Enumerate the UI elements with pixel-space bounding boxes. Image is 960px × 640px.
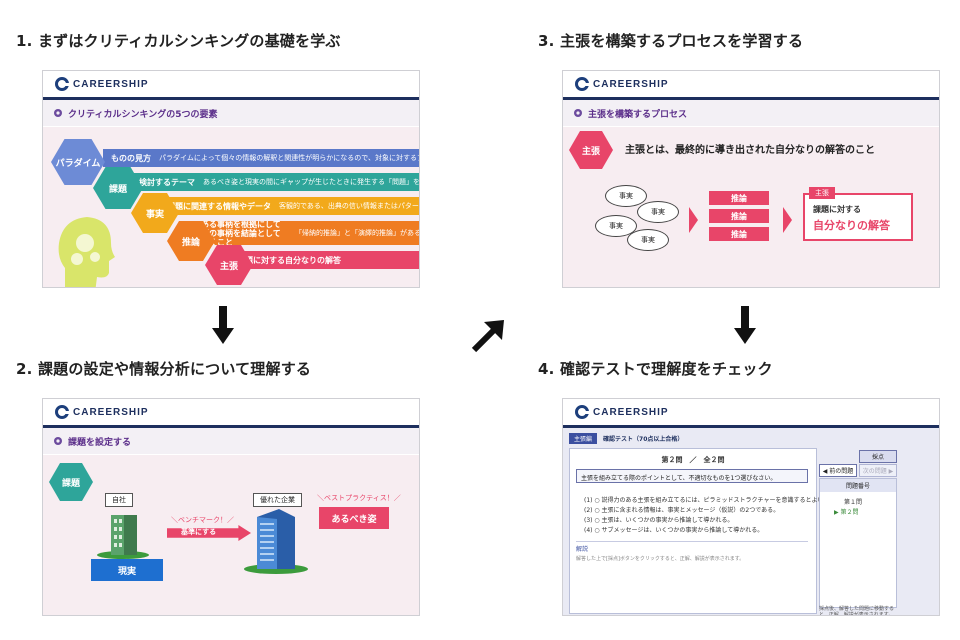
step4-title: 4. 確認テストで理解度をチェック xyxy=(538,360,773,378)
claim-line2: 自分なりの解答 xyxy=(813,219,890,232)
small-building-icon xyxy=(97,515,149,559)
explain-text: 解答した上で[採点]ボタンをクリックすると、正解、解説が表示されます。 xyxy=(576,556,745,562)
slide-heading: 主張を構築するプロセス xyxy=(588,109,688,120)
prev-question-button[interactable]: ◀ 前の問題 xyxy=(819,464,857,477)
score-button[interactable]: 採点 xyxy=(859,450,897,463)
fact-bubble: 事実 xyxy=(595,215,637,237)
excellent-company-label: 優れた企業 xyxy=(253,493,302,507)
option-1[interactable]: (1) ○ 説得力のある主張を組み立てるには、ピラミッドストラクチャーを意識する… xyxy=(584,497,830,504)
band-inference: ある事柄を根拠にして 別の事柄を結論として導くこと「帰納的推論」と「演繹的推論」… xyxy=(193,221,419,245)
benchmark-label: ＼ベンチマーク！／ xyxy=(171,516,234,524)
diagonal-arrow-icon xyxy=(471,320,504,353)
question-panel: 第２問 ／ 全２問 主張を組み立てる際のポイントとして、不適切なものを1つ選びな… xyxy=(569,448,830,614)
hex-fact: 事実 xyxy=(131,193,179,233)
step1-title: 1. まずはクリティカルシンキングの基礎を学ぶ xyxy=(16,32,341,50)
hex-claim: 主張 xyxy=(569,131,613,169)
down-arrow-icon xyxy=(212,306,234,344)
question-list-item-1[interactable]: 第１問 xyxy=(844,499,863,506)
flow-arrow-icon xyxy=(783,207,792,233)
hex-paradigm: パラダイム xyxy=(51,139,105,185)
explain-label: 解説 xyxy=(576,541,808,553)
fact-bubble: 事実 xyxy=(605,185,647,207)
down-arrow-icon xyxy=(734,306,756,344)
gear-icon xyxy=(54,437,62,445)
hex-issue: 課題 xyxy=(49,463,93,501)
ideal-box: あるべき姿 xyxy=(319,507,389,529)
fact-bubble: 事実 xyxy=(637,201,679,223)
next-question-button[interactable]: 次の問題 ▶ xyxy=(859,464,897,477)
claim-line1: 課題に対する xyxy=(813,205,861,214)
slide-confirmation-test: CAREERSHIP 主張編 確認テスト（70点以上合格） 第２問 ／ 全２問 … xyxy=(562,398,940,616)
hex-inference: 推論 xyxy=(167,221,215,261)
claim-definition: 主張とは、最終的に導き出された自分なりの解答のこと xyxy=(625,145,875,156)
fact-bubble: 事実 xyxy=(627,229,669,251)
current-marker-icon: ▶ xyxy=(834,509,841,516)
inference-box: 推論 xyxy=(709,191,769,205)
inference-box: 推論 xyxy=(709,209,769,223)
question-list-header: 問題番号 xyxy=(820,479,896,492)
head-gears-icon xyxy=(58,217,115,287)
question-counter: 第２問 ／ 全２問 xyxy=(661,456,725,464)
option-2[interactable]: (2) ○ 主張に含まれる情報は、事実とメッセージ（仮説）の2つである。 xyxy=(584,507,780,514)
claim-tag: 主張 xyxy=(809,187,835,199)
own-company-label: 自社 xyxy=(105,493,133,507)
slide-critical-thinking-elements: CAREERSHIP クリティカルシンキングの5つの要素 ものの見方パラダイムに… xyxy=(42,70,420,288)
band-claim: 課題に対する自分なりの解答 xyxy=(229,251,419,269)
question-list-item-2[interactable]: ▶ 第２問 xyxy=(834,509,859,516)
test-title: 確認テスト（70点以上合格） xyxy=(603,435,684,443)
best-practice-label: ＼ベストプラクティス！／ xyxy=(317,494,401,502)
benchmark-arrow xyxy=(167,525,251,541)
careership-logo: CAREERSHIP xyxy=(575,77,669,91)
band-paradigm: ものの見方パラダイムによって個々の情報の解釈と関連性が明らかになるので、対象に対… xyxy=(103,149,419,167)
test-tab: 主張編 確認テスト（70点以上合格） xyxy=(569,432,683,444)
reality-box: 現実 xyxy=(91,559,163,581)
slide-claim-process: CAREERSHIP 主張を構築するプロセス 主張 主張とは、最終的に導き出され… xyxy=(562,70,940,288)
slide-set-issue: CAREERSHIP 課題を設定する 課題 自社 現実 ＼ベンチマーク！／ 基準… xyxy=(42,398,420,616)
tall-building-icon xyxy=(244,509,308,574)
inference-box: 推論 xyxy=(709,227,769,241)
careership-logo: CAREERSHIP xyxy=(575,405,669,419)
gear-icon xyxy=(54,109,62,117)
careership-logo: CAREERSHIP xyxy=(55,77,149,91)
question-list-panel: 問題番号 第１問 ▶ 第２問 xyxy=(819,478,897,608)
band-fact: 課題に関連する情報やデータ客観的である、出典の信い情報またはパターンに対する妥当… xyxy=(159,197,419,215)
slide-heading: 課題を設定する xyxy=(68,437,132,448)
gear-icon xyxy=(574,109,582,117)
step2-title: 2. 課題の設定や情報分析について理解する xyxy=(16,360,312,378)
band-issue: 検討するテーマあるべき姿と現実の間にギャップが生じたときに発生する「問題」を解決… xyxy=(131,173,419,191)
step3-title: 3. 主張を構築するプロセスを学習する xyxy=(538,32,804,50)
footer-note: 採点後、解答した問題に移動すると、正解、解説が表示されます。 xyxy=(819,606,895,616)
option-4[interactable]: (4) ○ サブメッセージは、いくつかの事実から推論して導かれる。 xyxy=(584,527,764,534)
option-3[interactable]: (3) ○ 主張は、いくつかの事実から推論して導かれる。 xyxy=(584,517,734,524)
slide-heading: クリティカルシンキングの5つの要素 xyxy=(68,109,218,120)
claim-result-box: 主張 課題に対する 自分なりの解答 xyxy=(803,187,913,241)
flow-arrow-icon xyxy=(689,207,698,233)
benchmark-sub: 基準にする xyxy=(181,528,217,536)
careership-logo: CAREERSHIP xyxy=(55,405,149,419)
question-text: 主張を組み立てる際のポイントとして、不適切なものを1つ選びなさい。 xyxy=(576,469,808,483)
